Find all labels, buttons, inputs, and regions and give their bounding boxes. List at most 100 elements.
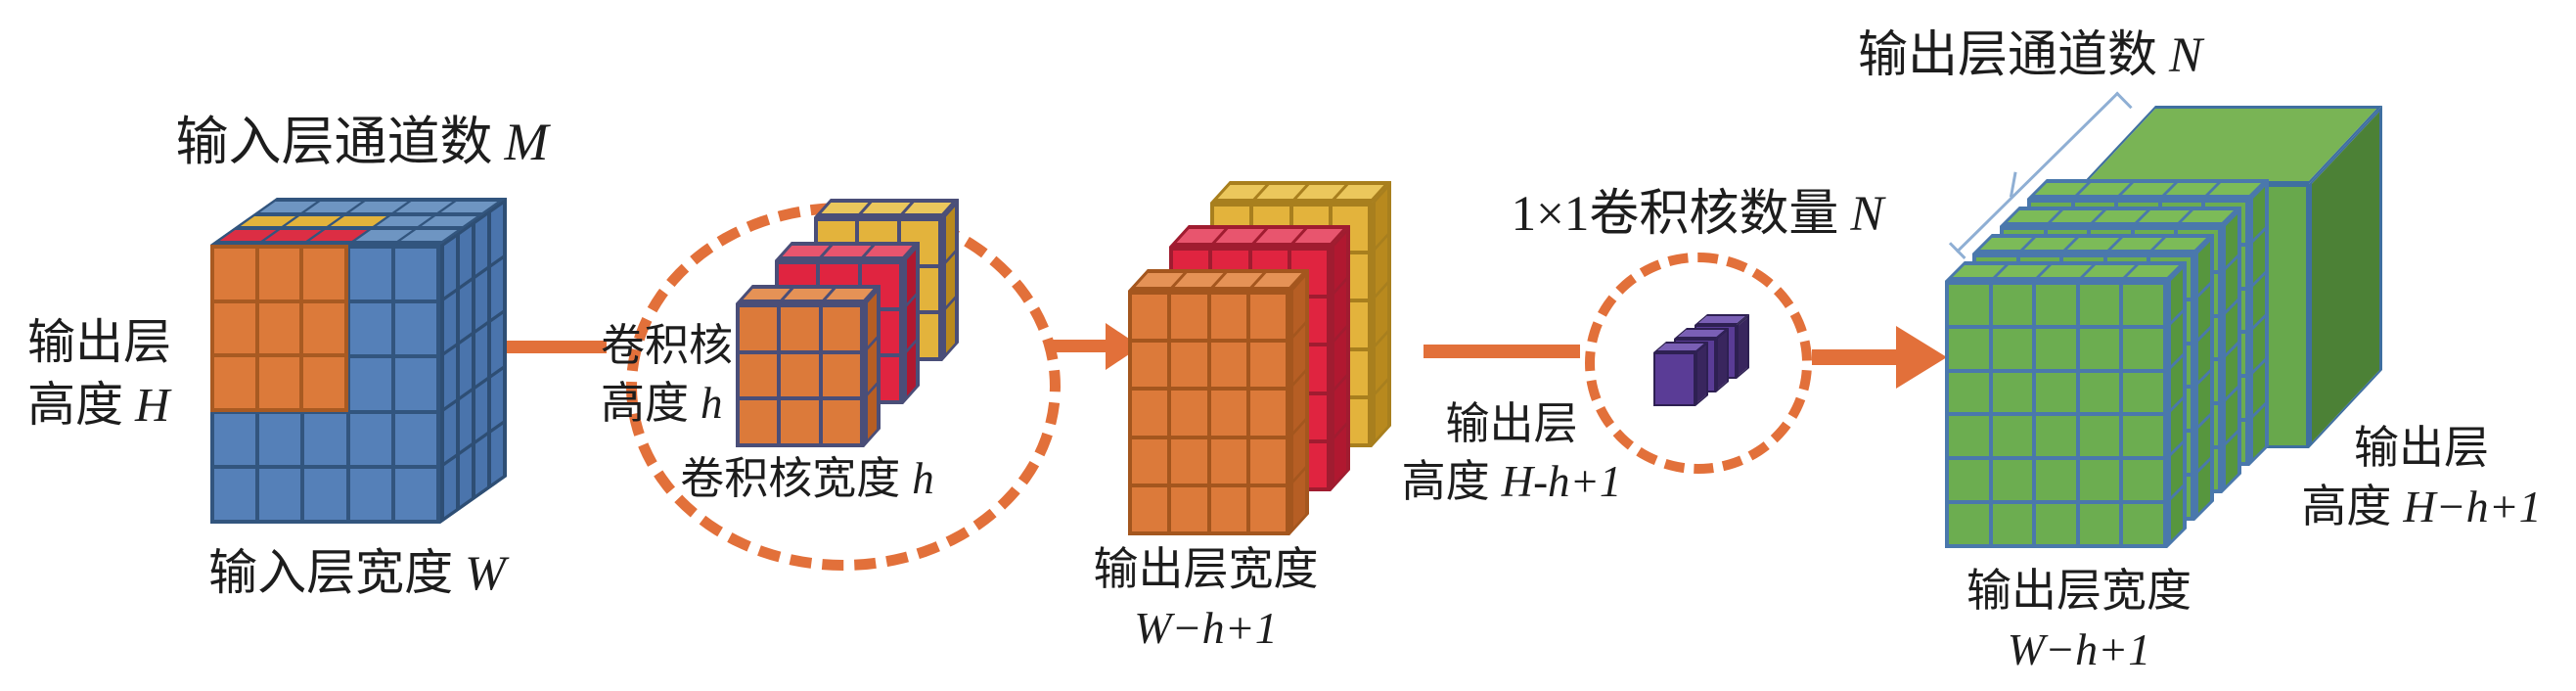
connector-line-1: [489, 341, 607, 353]
shape: [2036, 372, 2076, 413]
shape: [2079, 328, 2120, 369]
shape: [491, 424, 503, 484]
cube-side-face: [2167, 261, 2187, 548]
shape: [259, 468, 301, 520]
shape: [822, 400, 860, 443]
shape: [1992, 504, 2033, 544]
shape: [214, 413, 256, 465]
shape: [740, 307, 778, 350]
shape: [444, 402, 456, 462]
bracket-fork-tick: [2009, 171, 2017, 198]
cube-side-face: [1695, 342, 1708, 406]
shape: [826, 289, 874, 299]
shape: [781, 400, 819, 443]
cube-top-face: [814, 199, 959, 217]
shape: [2079, 285, 2120, 325]
shape: [781, 353, 819, 397]
shape: [394, 249, 436, 300]
shape: [907, 250, 916, 303]
shape: [823, 246, 872, 256]
cube-side-face: [1716, 328, 1729, 392]
shape: [491, 204, 503, 264]
shape: [394, 413, 436, 465]
label-text: 输入层宽度: [208, 545, 454, 600]
shape: [2036, 328, 2076, 369]
connector-line-3: [1424, 345, 1580, 358]
shape: [2226, 434, 2237, 485]
label-output-width: 输出层宽度 W−h+1: [1932, 562, 2226, 679]
cube-top-face: [1210, 181, 1391, 203]
shape: [444, 292, 456, 352]
shape: [460, 226, 472, 287]
shape: [2123, 285, 2163, 325]
shape: [349, 468, 391, 520]
label-var: H−h+1: [2403, 481, 2542, 531]
shape: [460, 446, 472, 506]
shape: [946, 299, 955, 353]
shape: [782, 246, 830, 256]
bracket-end-tick: [2115, 91, 2133, 110]
shape: [349, 413, 391, 465]
shape: [349, 303, 391, 355]
label-text: 高度: [2301, 481, 2392, 531]
shape: [1718, 331, 1727, 390]
shape: [904, 203, 952, 213]
connector-line-2: [1052, 340, 1106, 352]
shape: [2036, 504, 2076, 544]
shape: [304, 413, 346, 465]
label-var: M: [504, 113, 549, 171]
cube-top-face: [736, 285, 881, 303]
shape: [1132, 295, 1168, 340]
label-line: 输出层宽度: [1062, 540, 1350, 599]
label-text: 卷积核宽度: [680, 454, 901, 503]
shape: [444, 457, 456, 518]
cube-top-face: [2000, 207, 2241, 226]
shape: [1992, 372, 2033, 413]
shape: [1210, 295, 1246, 340]
label-text: 输出层宽度: [1093, 544, 1319, 594]
shape: [1992, 460, 2033, 501]
shape: [1210, 438, 1246, 484]
cube-side-face: [440, 198, 507, 524]
cube-side-face: [1331, 225, 1350, 491]
label-text: 卷积核: [601, 321, 734, 370]
cube-top-face: [775, 242, 920, 260]
shape: [491, 259, 503, 319]
label-line: W−h+1: [1062, 599, 1350, 658]
label-line: 卷积核: [601, 317, 777, 375]
shape: [259, 413, 301, 465]
shape: [214, 468, 256, 520]
label-var: H-h+1: [1501, 456, 1622, 506]
shape: [1949, 416, 1989, 457]
shape: [214, 302, 255, 354]
label-line: W−h+1: [1932, 621, 2226, 679]
shape: [1132, 343, 1168, 388]
label-text: 高度: [1401, 456, 1490, 506]
shape: [1949, 285, 1989, 325]
shape: [460, 336, 472, 396]
shape: [821, 203, 869, 213]
bracket-end-tick: [1948, 242, 1966, 259]
shape: [394, 468, 436, 520]
shape: [394, 303, 436, 355]
shape: [2079, 504, 2120, 544]
cube-side-face: [2194, 234, 2214, 521]
shape: [1171, 391, 1207, 436]
shape: [1249, 295, 1286, 340]
label-text: 输出层通道数: [1857, 28, 2157, 83]
shape: [475, 215, 487, 275]
label-var: N: [1850, 187, 1884, 242]
shape: [460, 281, 472, 342]
shape: [822, 307, 860, 350]
shape: [2079, 416, 2120, 457]
shape: [258, 357, 300, 408]
arrowhead-4: [1896, 326, 1947, 389]
label-line: 输出层宽度: [1932, 562, 2226, 621]
shape: [1992, 328, 2033, 369]
